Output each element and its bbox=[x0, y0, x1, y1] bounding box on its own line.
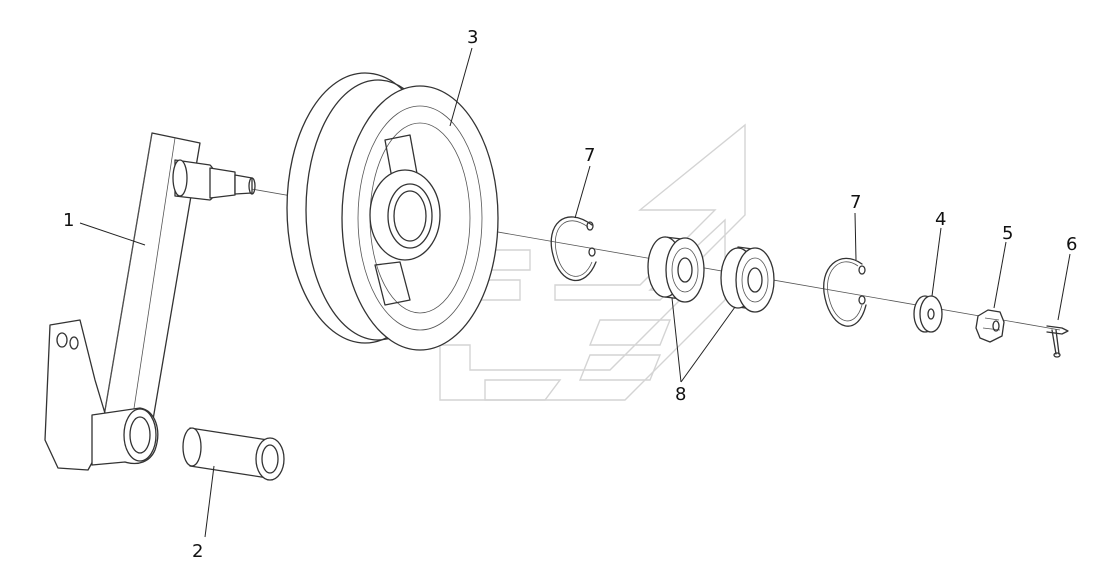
callout-3: 3 bbox=[467, 27, 478, 48]
callout-6: 6 bbox=[1066, 234, 1077, 255]
callout-7-right: 7 bbox=[850, 192, 861, 213]
snap-ring-right bbox=[823, 257, 867, 327]
bushing bbox=[182, 427, 285, 481]
callout-7-left: 7 bbox=[584, 145, 595, 166]
callout-4: 4 bbox=[935, 209, 946, 230]
callout-labels: 1 2 3 4 5 6 7 7 8 bbox=[63, 27, 1077, 562]
crank-arm bbox=[44, 132, 256, 471]
washer bbox=[913, 295, 943, 333]
castle-nut bbox=[975, 309, 1005, 343]
pulley bbox=[286, 72, 499, 351]
callout-5: 5 bbox=[1002, 223, 1013, 244]
bearings bbox=[647, 236, 775, 313]
snap-ring-left bbox=[550, 216, 597, 281]
callout-8: 8 bbox=[675, 384, 686, 405]
cotter-pin bbox=[1046, 325, 1069, 358]
callout-1: 1 bbox=[63, 210, 74, 231]
leader-lines bbox=[79, 47, 1071, 538]
callout-2: 2 bbox=[192, 541, 203, 562]
